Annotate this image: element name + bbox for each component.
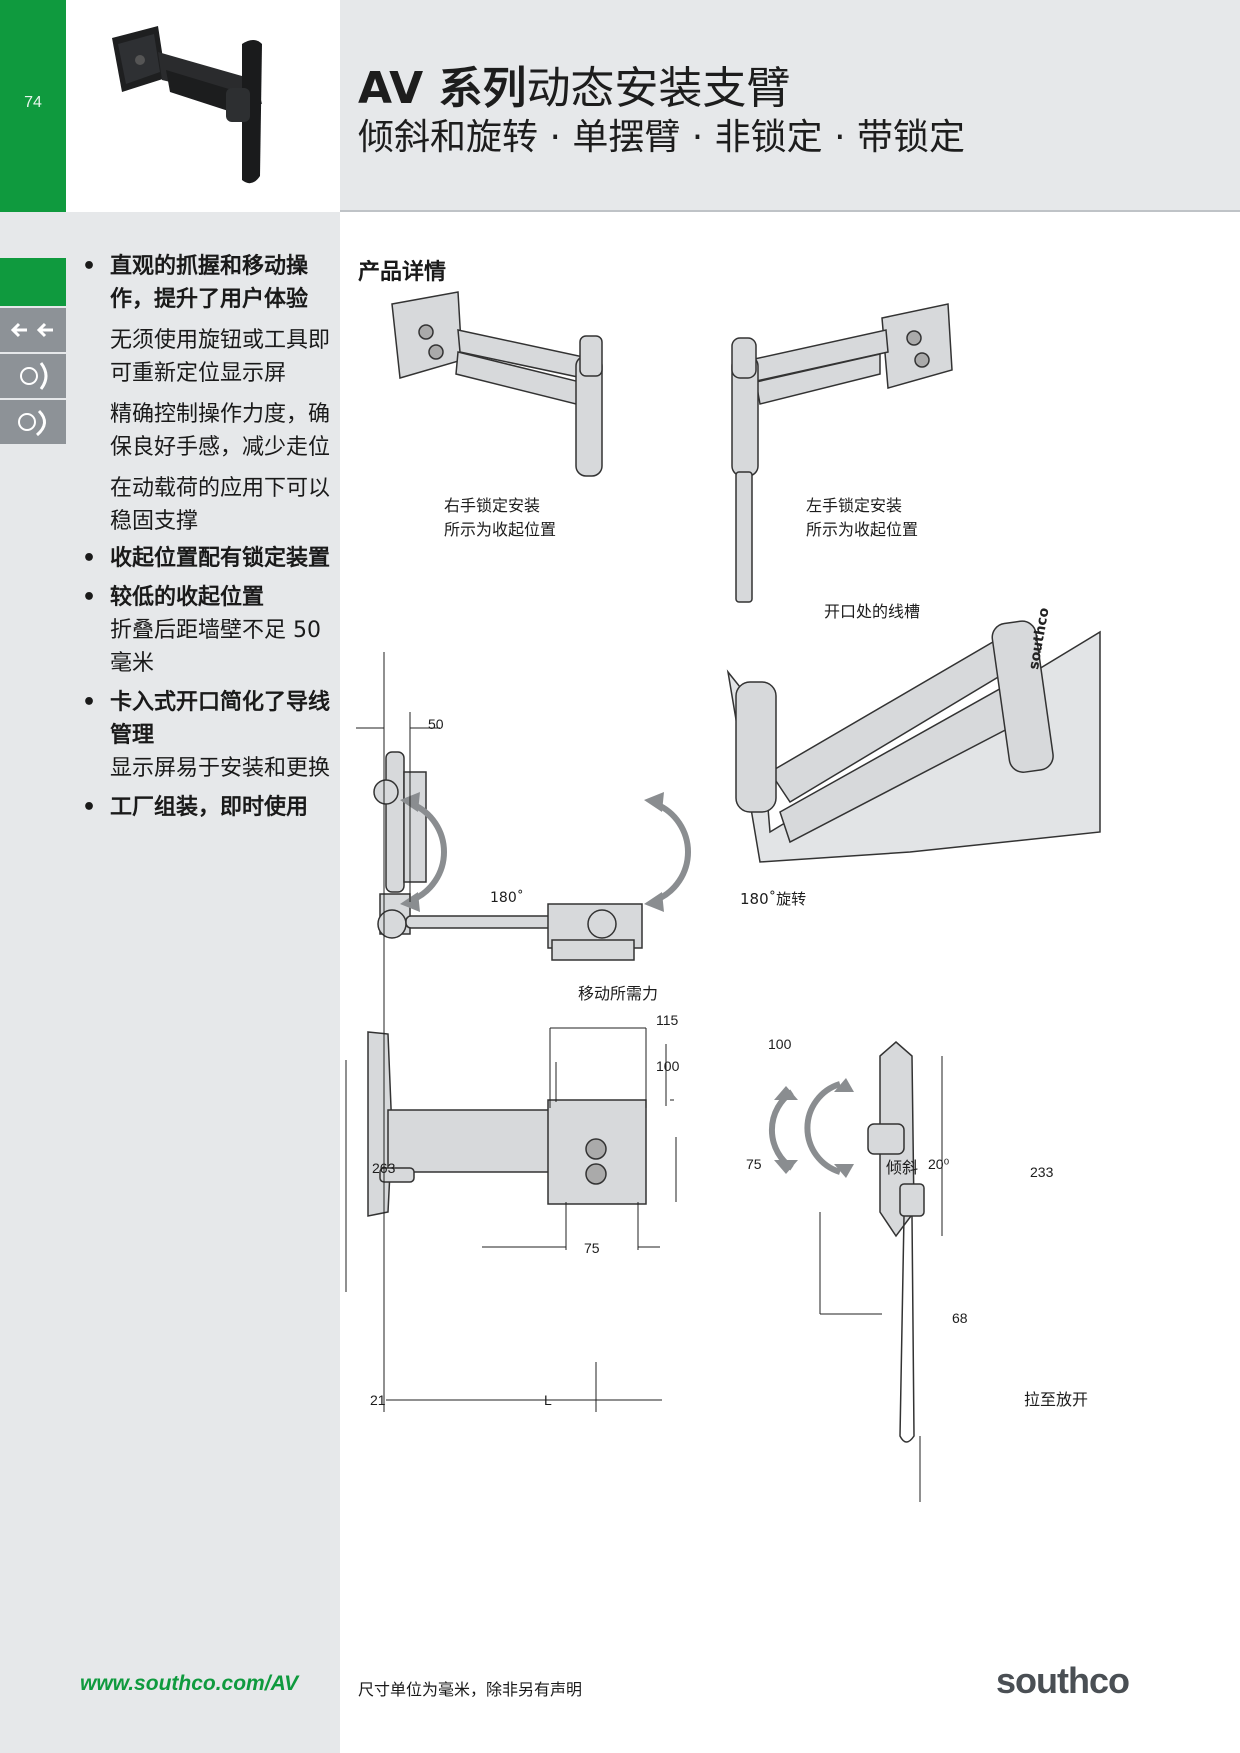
technical-drawings [345,291,1101,1502]
section-title: 产品详情 [358,260,447,285]
header-band [340,0,1240,212]
dim-21: 21 [370,1392,386,1408]
move-force-label: 移动所需力 [578,984,659,1003]
tilt-label: 倾斜 [886,1158,919,1177]
feature-head: 较低的收起位置 [78,581,340,614]
side-view-drawing [373,751,427,893]
pull-release-label: 拉至放开 [1024,1390,1089,1409]
feature-head: 直观的抓握和移动操作，提升了用户体验 [78,250,340,316]
dim-75-vertical: 75 [746,1156,762,1172]
dim-75-horizontal: 75 [584,1240,600,1256]
dim-115: 115 [656,1012,679,1028]
feature-list: 直观的抓握和移动操作，提升了用户体验 无须使用旋钮或工具即可重新定位显示屏 精确… [78,250,340,824]
feature-column [0,212,340,1753]
dim-263: 263 [372,1160,396,1176]
dim-100-top: 100 [768,1036,792,1052]
page-number: 74 [24,94,42,111]
feature-detail: 无须使用旋钮或工具即可重新定位显示屏 [110,328,331,386]
rotation-180-label: 180˚ [490,890,524,906]
right-mount-label-2: 所示为收起位置 [444,520,557,539]
dim-68: 68 [952,1310,968,1326]
arm-swing-icon [0,308,66,354]
title-series: AV 系列 [358,63,527,114]
tilt-side-view-drawing [867,1041,925,1443]
left-mount-label-2: 所示为收起位置 [806,520,919,539]
cable-channel-closeup-drawing [726,620,1101,863]
tilt-angle: 20⁰ [928,1156,950,1172]
right-mount-label-1: 右手锁定安装 [444,496,541,515]
product-photo-arm-illustration [112,26,262,184]
feature-detail: 显示屏易于安装和更换 [110,756,331,781]
feature-detail: 精确控制操作力度，确保良好手感，减少走位 [110,402,331,460]
feature-detail: 在动载荷的应用下可以稳固支撑 [110,476,331,534]
title-product: 动态安装支臂 [526,63,791,114]
dim-233: 233 [1030,1164,1054,1180]
dim-50: 50 [428,716,444,732]
page-subtitle: 倾斜和旋转 · 单摆臂 · 非锁定 · 带锁定 [358,117,965,158]
footer-units-note: 尺寸单位为毫米，除非另有声明 [358,1680,583,1699]
product-photo [66,0,340,212]
rotate-icon [0,400,66,446]
feature-detail: 折叠后距墙壁不足 50毫米 [110,618,321,676]
left-mount-label-1: 左手锁定安装 [806,496,903,515]
page-title: AV 系列动态安装支臂 [358,52,790,116]
dim-100-inner: 100 [656,1058,680,1074]
feature-head: 工厂组装，即时使用 [78,791,340,824]
right-hand-mount-drawing [391,291,603,477]
top-view-rotation-drawing [377,893,643,961]
rotation-180-turn-label: 180˚旋转 [740,890,807,908]
footer-url-link[interactable]: www.southco.com/AV [80,1672,299,1695]
feature-head: 卡入式开口简化了导线管理 [78,686,340,752]
green-header-tab [0,0,66,212]
cable-channel-label: 开口处的线槽 [824,602,921,621]
front-view-drawing [367,1031,647,1217]
left-hand-mount-drawing [731,303,953,603]
feature-head: 收起位置配有锁定装置 [78,542,340,575]
tilt-icon [0,354,66,400]
feature-tab-green [0,258,66,306]
dim-L: L [544,1392,552,1408]
southco-logo: southco [996,1660,1130,1701]
